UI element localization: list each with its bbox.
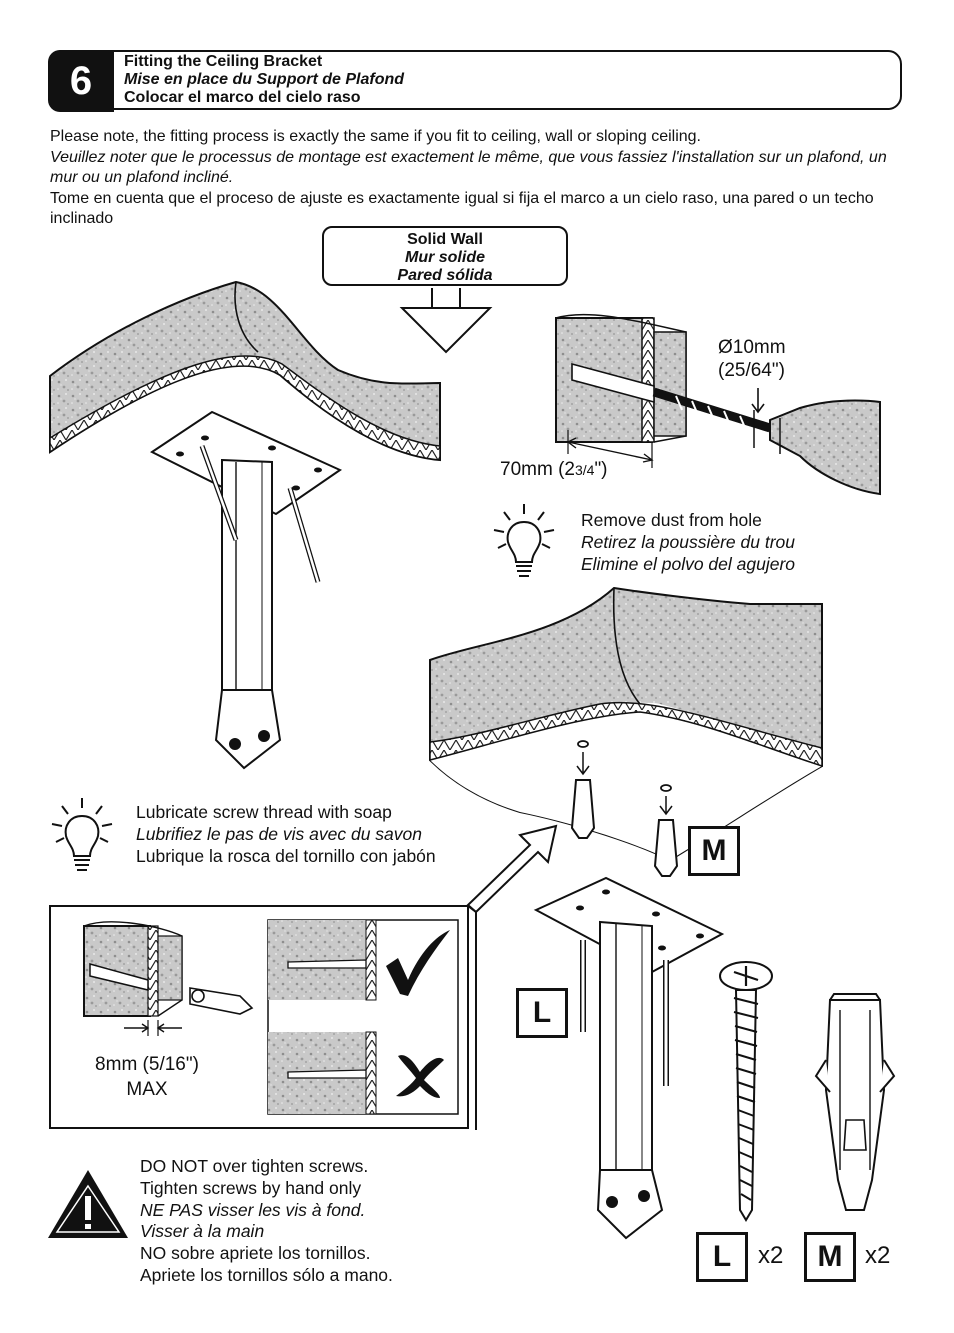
tip-soap-es: Lubrique la rosca del tornillo con jabón xyxy=(136,846,436,866)
drill-icon xyxy=(769,399,881,496)
tip-dust-es: Elimine el polvo del agujero xyxy=(581,554,796,574)
drill-diameter-label: Ø10mm (25/64") xyxy=(718,336,786,382)
wall-type-fr: Mur solide xyxy=(404,249,485,266)
warning-en-1: DO NOT over tighten screws. xyxy=(140,1156,369,1176)
tip-lubricate: Lubricate screw thread with soap Lubrifi… xyxy=(136,801,436,867)
intro-fr: Veuillez noter que le processus de monta… xyxy=(50,148,887,187)
part-key-m-ceiling: M xyxy=(688,826,740,876)
step-title-es: Colocar el marco del cielo raso xyxy=(124,89,361,106)
plaster-inset xyxy=(49,905,477,1130)
step-title-en: Fitting the Ceiling Bracket xyxy=(124,53,323,70)
intro-en: Please note, the fitting process is exac… xyxy=(50,128,701,145)
part-key-l-count: L xyxy=(696,1232,748,1282)
drill-depth-prefix: 70mm (2 xyxy=(500,459,575,480)
lightbulb-icon xyxy=(493,504,555,577)
drill-depth-fraction: 3/4 xyxy=(574,462,595,478)
intro-text: Please note, the fitting process is exac… xyxy=(50,127,910,230)
tip-soap-en: Lubricate screw thread with soap xyxy=(136,802,392,822)
down-arrow-icon xyxy=(399,288,493,354)
plug-quantity: x2 xyxy=(865,1242,891,1269)
wall-plug-m-large xyxy=(814,993,896,1211)
plaster-max-thickness: 8mm (5/16") xyxy=(95,1054,199,1075)
drill-depth-label: 70mm (23/4") xyxy=(500,458,608,482)
pointer-arrow xyxy=(466,824,558,914)
tip-soap-fr: Lubrifiez le pas de vis avec du savon xyxy=(136,824,422,844)
part-key-m-count: M xyxy=(804,1232,856,1282)
warning-text: DO NOT over tighten screws. Tighten scre… xyxy=(140,1156,393,1287)
step-title-fr: Mise en place du Support de Plafond xyxy=(124,71,405,88)
wall-type-label: Solid Wall Mur solide Pared sólida xyxy=(322,226,568,286)
lightbulb-icon xyxy=(51,798,113,871)
wall-type-en: Solid Wall xyxy=(407,231,483,248)
warning-es-2: Apriete los tornillos sólo a mano. xyxy=(140,1264,393,1285)
tip-dust-fr: Retirez la poussière du trou xyxy=(581,532,795,552)
warning-fr-2: Visser à la main xyxy=(140,1221,265,1242)
step-titles: Fitting the Ceiling Bracket Mise en plac… xyxy=(124,53,404,107)
step-number-badge: 6 xyxy=(48,50,114,112)
screw-l-large xyxy=(719,961,773,1222)
tip-remove-dust: Remove dust from hole Retirez la poussiè… xyxy=(581,509,795,575)
part-key-l-bracket: L xyxy=(516,988,568,1038)
warning-es-1: NO sobre apriete los tornillos. xyxy=(140,1243,371,1264)
drill-diameter-in: (25/64") xyxy=(718,360,785,381)
drill-diameter: Ø10mm xyxy=(718,337,786,358)
ceiling-bracket-right xyxy=(533,876,725,1240)
warning-en-2: Tighten screws by hand only xyxy=(140,1177,362,1198)
drill-detail xyxy=(555,313,881,496)
warning-triangle-icon xyxy=(48,1170,128,1238)
drill-depth-suffix: ") xyxy=(594,459,608,480)
ceiling-slab-right xyxy=(429,586,823,862)
tip-dust-en: Remove dust from hole xyxy=(581,510,762,530)
wall-type-es: Pared sólida xyxy=(397,267,493,284)
wall-plug-m xyxy=(570,740,679,877)
cross-mark-icon xyxy=(396,1055,444,1098)
plaster-max-word: MAX xyxy=(126,1079,168,1100)
ceiling-bracket-left xyxy=(150,410,343,770)
screw-quantity: x2 xyxy=(758,1242,784,1269)
warning-fr-1: NE PAS visser les vis à fond. xyxy=(140,1199,366,1220)
ceiling-slab-left xyxy=(49,280,441,462)
plaster-max-label: 8mm (5/16") MAX xyxy=(82,1052,212,1102)
intro-es: Tome en cuenta que el proceso de ajuste … xyxy=(50,189,874,228)
check-mark-icon xyxy=(386,930,450,996)
